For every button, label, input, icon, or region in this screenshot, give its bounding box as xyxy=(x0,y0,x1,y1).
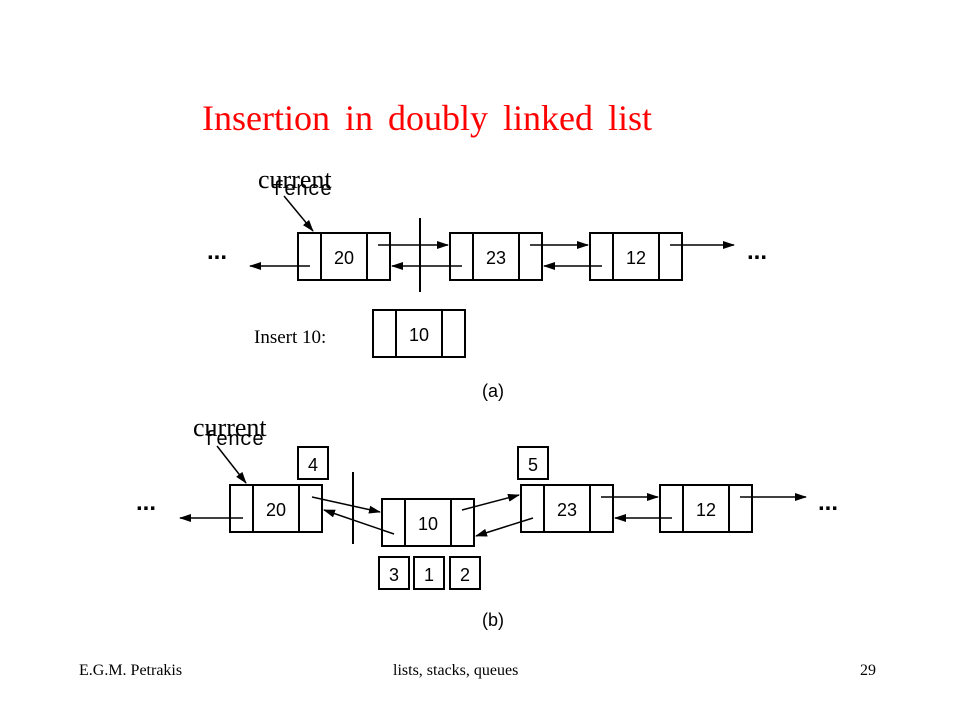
current-label-a: current xyxy=(258,165,332,194)
step-number: 4 xyxy=(308,455,318,475)
step-box-3: 3 xyxy=(378,556,410,590)
diagram-b: fence current ... ... 4 5 20 10 xyxy=(136,413,838,630)
step-box-1: 1 xyxy=(413,556,445,590)
node-20-b: 20 xyxy=(229,484,323,533)
prev-arrow-10-20 xyxy=(323,509,395,535)
prev-arrow-23-10 xyxy=(475,517,534,537)
ellipsis-left-b: ... xyxy=(136,489,156,516)
node-20-a: 20 xyxy=(297,232,391,281)
node-10-insert: 10 xyxy=(372,309,466,358)
fence-label-a: fence xyxy=(272,179,332,202)
ellipsis-right-b: ... xyxy=(818,489,838,516)
next-arrow-20-10 xyxy=(311,496,381,514)
footer-topic: lists, stacks, queues xyxy=(393,662,519,679)
page-title: Insertion in doubly linked list xyxy=(202,98,652,138)
step-box-2: 2 xyxy=(449,556,481,590)
footer-author: E.G.M. Petrakis xyxy=(79,662,183,679)
node-value: 12 xyxy=(696,500,716,520)
step-box-4: 4 xyxy=(297,446,329,480)
ellipsis-left-a: ... xyxy=(207,238,227,265)
node-value: 12 xyxy=(626,248,646,268)
current-pointer-arrow-a xyxy=(283,195,314,232)
current-pointer-arrow-b xyxy=(216,445,247,484)
ellipsis-right-a: ... xyxy=(747,238,767,265)
node-value: 10 xyxy=(418,514,438,534)
step-number: 1 xyxy=(424,565,434,585)
step-number: 2 xyxy=(460,565,470,585)
node-value: 20 xyxy=(266,500,286,520)
node-23-a: 23 xyxy=(449,232,543,281)
node-value: 23 xyxy=(557,500,577,520)
node-value: 20 xyxy=(334,248,354,268)
node-value: 23 xyxy=(486,248,506,268)
node-value: 10 xyxy=(409,325,429,345)
node-10-b: 10 xyxy=(381,498,475,547)
node-12-b: 12 xyxy=(659,484,753,533)
step-box-5: 5 xyxy=(517,446,549,480)
fence-label-b: fence xyxy=(204,429,264,452)
next-arrow-10-23 xyxy=(461,493,520,511)
step-number: 3 xyxy=(389,565,399,585)
footer-page-number: 29 xyxy=(860,662,876,679)
caption-b: (b) xyxy=(482,610,504,630)
insert-label: Insert 10: xyxy=(254,327,326,348)
diagram-a: fence current ... ... 20 23 12 xyxy=(207,165,767,401)
node-12-a: 12 xyxy=(589,232,683,281)
caption-a: (a) xyxy=(482,381,504,401)
current-label-b: current xyxy=(193,413,267,442)
node-23-b: 23 xyxy=(520,484,614,533)
step-number: 5 xyxy=(528,455,538,475)
